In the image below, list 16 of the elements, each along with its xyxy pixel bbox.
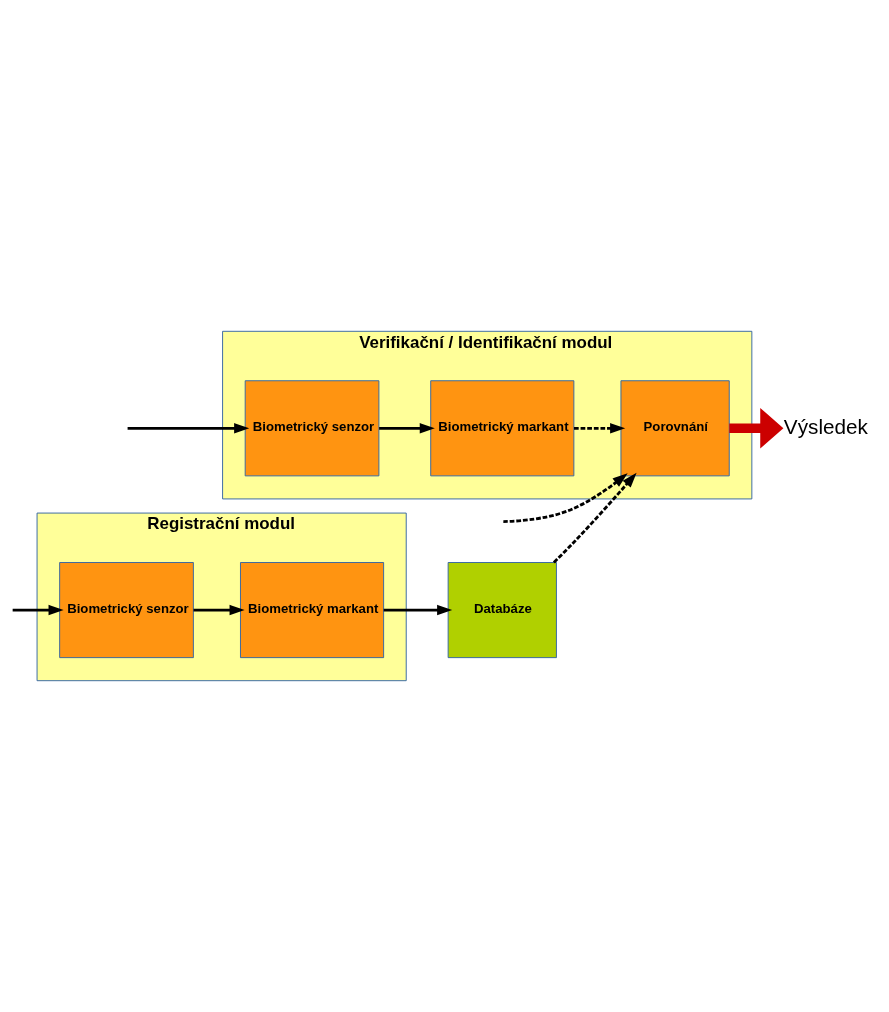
arrow <box>729 408 784 449</box>
arrow <box>127 423 250 434</box>
node-box: Databáze <box>447 562 557 659</box>
arrow <box>379 423 435 434</box>
arrow <box>574 423 626 434</box>
arrow <box>503 473 628 523</box>
arrow <box>383 604 453 616</box>
arrow <box>552 472 637 564</box>
node-box: Porovnání <box>620 380 730 477</box>
node-box: Biometrický senzor <box>59 562 194 659</box>
arrow <box>193 604 245 616</box>
arrow <box>12 604 64 616</box>
node-box: Biometrický senzor <box>244 380 380 477</box>
node-box: Biometrický markant <box>240 562 385 659</box>
node-text: Výsledek <box>783 414 868 438</box>
node-box: Biometrický markant <box>430 380 575 477</box>
